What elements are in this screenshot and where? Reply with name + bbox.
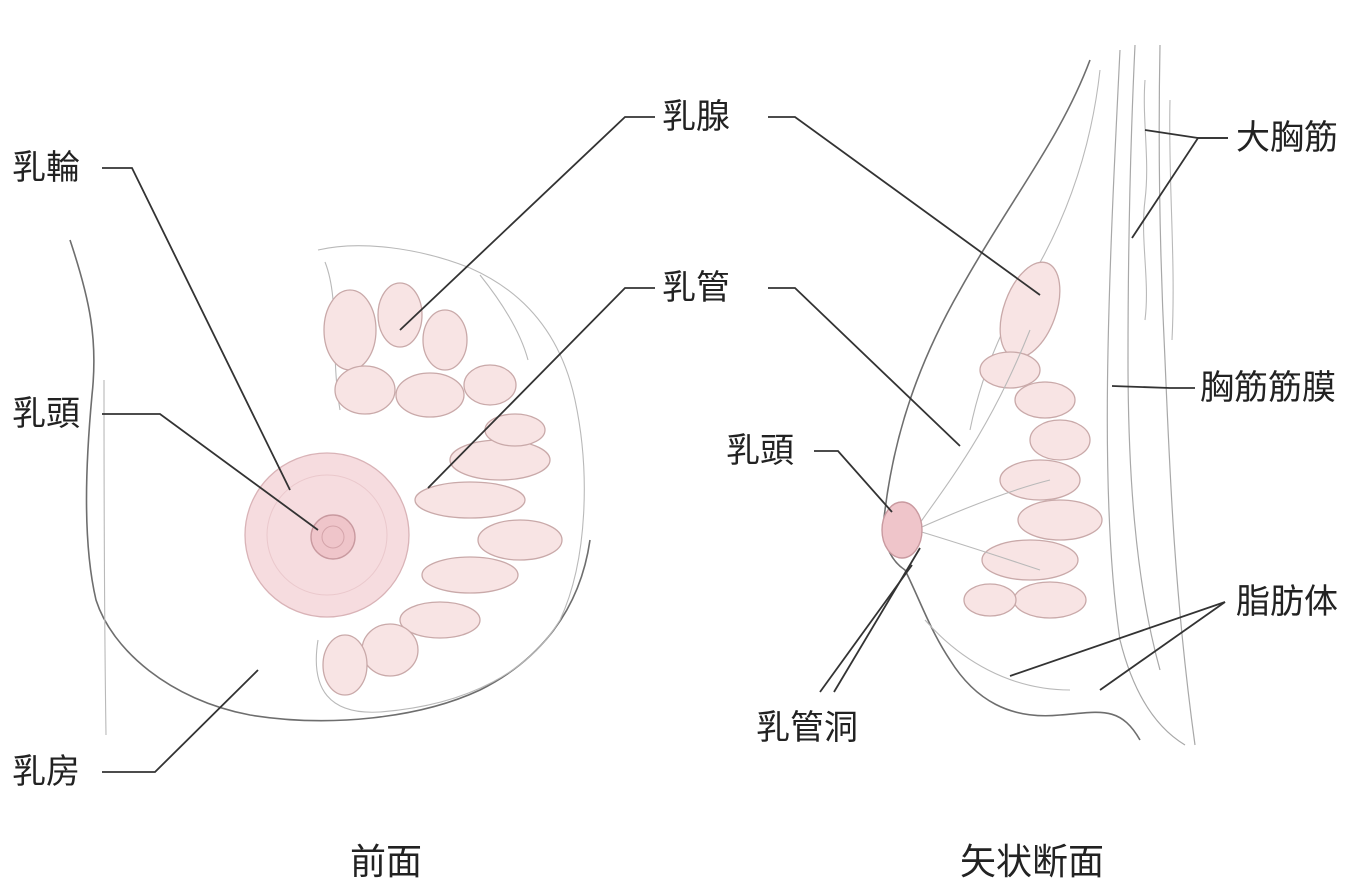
leader-fat-b — [1099, 601, 1226, 691]
front-mammary-lobules — [322, 282, 563, 696]
leader-lines — [102, 116, 1228, 773]
leader-mammary-gland-front — [399, 116, 655, 331]
caption-front-view: 前面 — [350, 842, 423, 883]
sagittal-mammary-lobules — [963, 261, 1103, 619]
label-nipple-front: 乳頭 — [12, 394, 80, 434]
leader-mammary-gland-sagittal — [768, 116, 1041, 296]
front-gland-outline — [315, 245, 585, 713]
label-lactiferous-duct: 乳管 — [662, 268, 730, 308]
label-areola: 乳輪 — [12, 148, 80, 188]
leader-duct-front — [427, 287, 655, 489]
label-mammary-gland: 乳腺 — [662, 97, 730, 137]
leader-nipple-sagittal — [814, 450, 893, 513]
label-fat-body: 脂肪体 — [1236, 582, 1338, 622]
leader-pectoralis-a — [1144, 129, 1228, 139]
front-view-drawing — [69, 239, 591, 736]
caption-sagittal-view: 矢状断面 — [960, 842, 1105, 883]
sagittal-view-drawing — [881, 44, 1196, 746]
label-breast: 乳房 — [12, 752, 80, 792]
leader-breast — [102, 669, 259, 773]
leader-fat-a — [1009, 601, 1226, 677]
label-pectoralis-major: 大胸筋 — [1236, 118, 1338, 158]
sagittal-skin-outline — [882, 59, 1141, 741]
leader-pectoralis-b — [1131, 137, 1228, 239]
leader-nipple-front — [102, 413, 319, 531]
label-nipple-sagittal: 乳頭 — [726, 431, 794, 471]
leader-areola-front — [102, 167, 291, 491]
label-lactiferous-sinus: 乳管洞 — [756, 708, 858, 748]
leader-duct-sagittal — [768, 287, 961, 447]
sagittal-nipple — [881, 501, 923, 559]
front-side-line — [103, 379, 107, 736]
front-nipple — [310, 514, 356, 560]
leader-sinus-b — [833, 547, 921, 693]
leader-fascia — [1111, 385, 1195, 389]
label-pectoral-fascia: 胸筋筋膜 — [1200, 368, 1336, 408]
sagittal-fascia-line — [1106, 49, 1186, 746]
front-body-outline — [69, 239, 591, 722]
